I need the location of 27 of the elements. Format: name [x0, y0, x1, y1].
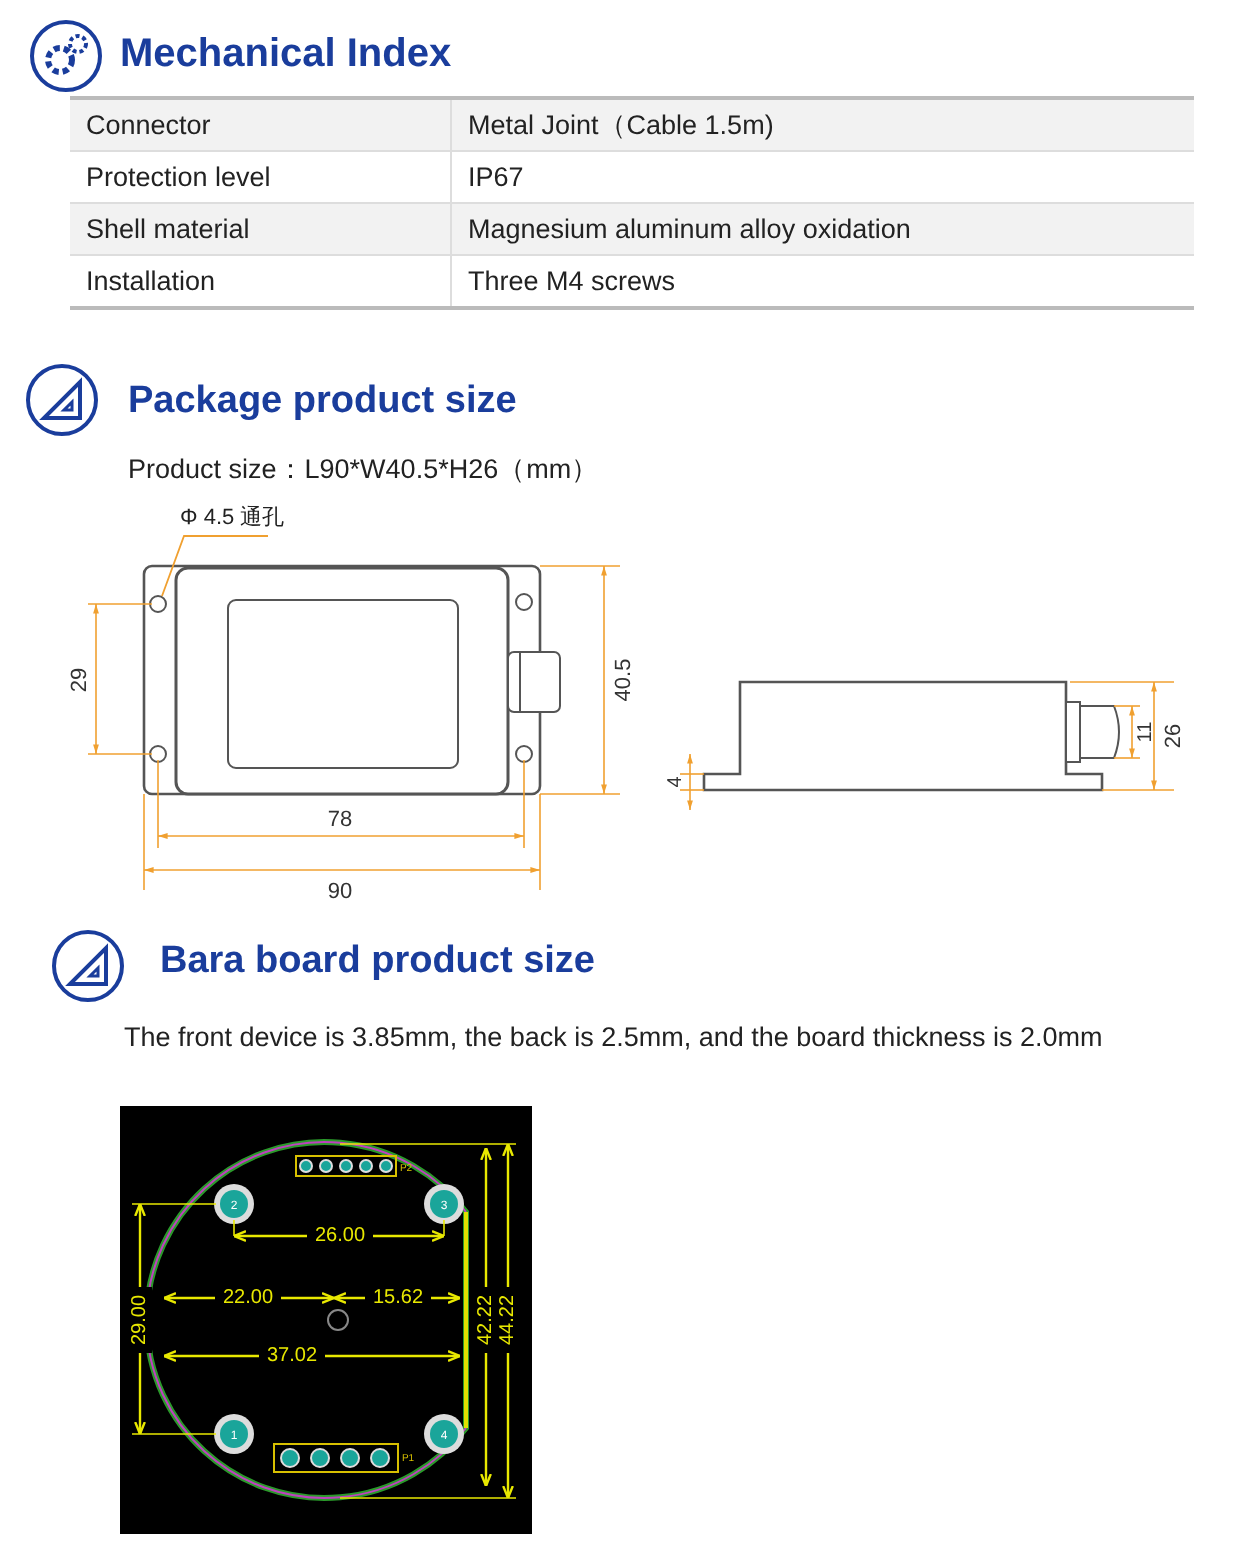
dimension-label: 29.00 — [129, 1294, 152, 1346]
dimension-label: 37.02 — [266, 1345, 318, 1368]
callout-text: Φ 4.5 通孔 — [180, 502, 285, 532]
dimension-label: 26.00 — [314, 1225, 366, 1248]
dimension-label: 11 — [1135, 721, 1158, 743]
dimension-label: 44.22 — [497, 1294, 520, 1346]
size-text: Product size：L90*W40.5*H26（mm） — [128, 452, 600, 488]
table-cell: Installation — [70, 255, 451, 308]
dimension-label: 90 — [327, 879, 353, 904]
dimension-label: 29 — [67, 667, 92, 693]
description-text: The front device is 3.85mm, the back is 2.5mm, and the board thickness is 2.0mm — [124, 1022, 1103, 1052]
dimension-label: 40.5 — [611, 658, 636, 702]
dimension-label: 78 — [327, 807, 353, 832]
leader-line — [161, 535, 269, 597]
table-cell: Three M4 screws — [451, 255, 1194, 308]
section-heading: Bara board product size — [160, 940, 595, 984]
section-heading: Package product size — [128, 380, 517, 424]
table-cell: Metal Joint（Cable 1.5m) — [451, 98, 1194, 151]
dimension-label: 15.62 — [372, 1287, 424, 1310]
dimension-label: 42.22 — [475, 1294, 498, 1346]
dimension-label: 4 — [665, 776, 688, 788]
table-cell: Shell material — [70, 203, 451, 255]
dimension-label: 22.00 — [222, 1287, 274, 1310]
table-cell: Connector — [70, 98, 451, 151]
dimension-label: 26 — [1161, 723, 1186, 749]
table-cell: Magnesium aluminum alloy oxidation — [451, 203, 1194, 255]
section-heading: Mechanical Index — [120, 32, 452, 78]
